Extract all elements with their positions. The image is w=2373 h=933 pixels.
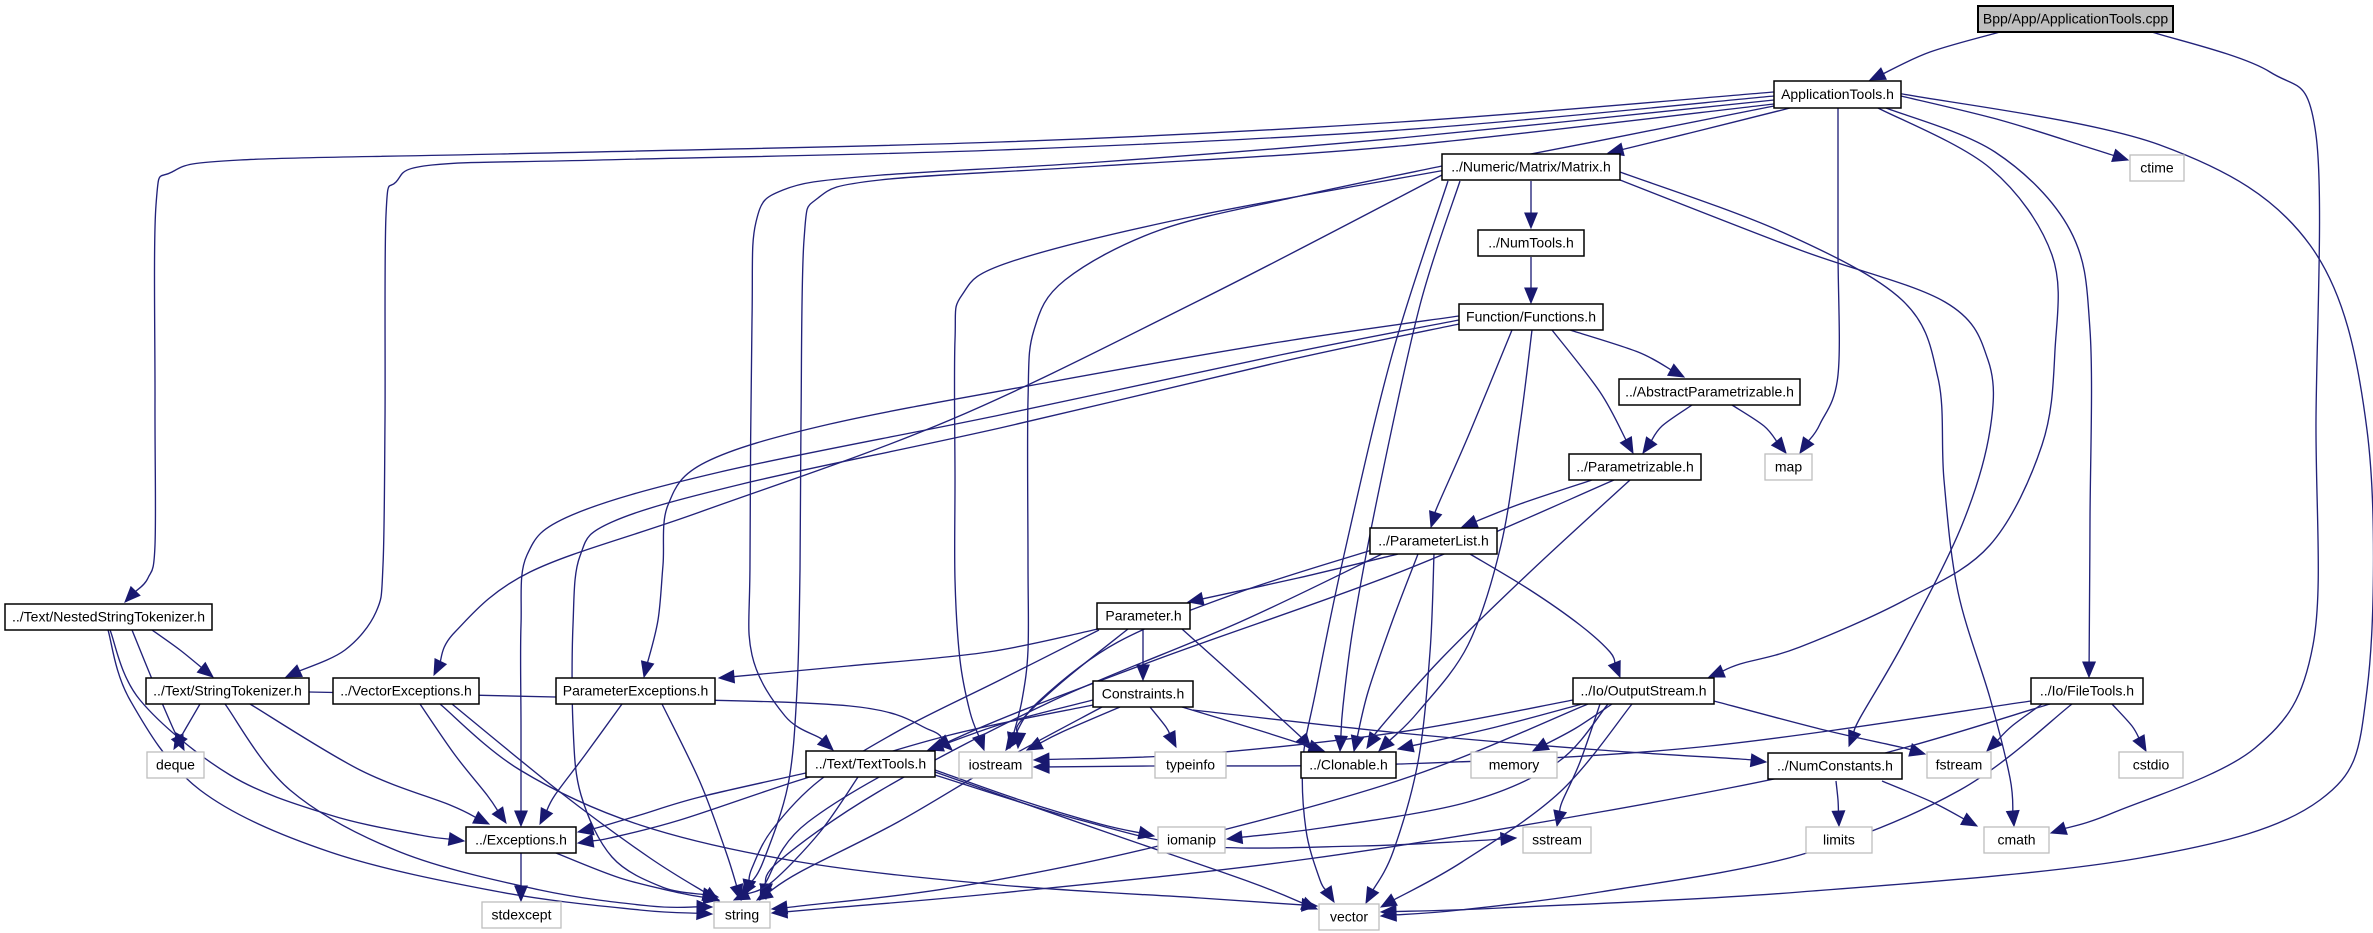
- svg-text:Constraints.h: Constraints.h: [1102, 686, 1184, 702]
- svg-text:Bpp/App/ApplicationTools.cpp: Bpp/App/ApplicationTools.cpp: [1983, 11, 2168, 27]
- svg-text:../VectorExceptions.h: ../VectorExceptions.h: [340, 683, 472, 699]
- svg-text:ParameterExceptions.h: ParameterExceptions.h: [563, 683, 709, 699]
- svg-text:sstream: sstream: [1532, 832, 1582, 848]
- svg-text:../Exceptions.h: ../Exceptions.h: [475, 832, 567, 848]
- svg-text:../Io/OutputStream.h: ../Io/OutputStream.h: [1580, 683, 1706, 699]
- svg-text:cstdio: cstdio: [2133, 757, 2170, 773]
- svg-text:../NumTools.h: ../NumTools.h: [1488, 235, 1574, 251]
- svg-text:../NumConstants.h: ../NumConstants.h: [1777, 758, 1893, 774]
- svg-text:fstream: fstream: [1936, 757, 1983, 773]
- svg-text:Parameter.h: Parameter.h: [1105, 608, 1181, 624]
- svg-text:../Text/NestedStringTokenizer.: ../Text/NestedStringTokenizer.h: [12, 609, 205, 625]
- svg-text:../Parametrizable.h: ../Parametrizable.h: [1576, 459, 1694, 475]
- svg-text:string: string: [725, 907, 759, 923]
- svg-text:iomanip: iomanip: [1167, 832, 1216, 848]
- svg-text:iostream: iostream: [969, 757, 1023, 773]
- svg-text:ctime: ctime: [2140, 160, 2174, 176]
- svg-text:../Io/FileTools.h: ../Io/FileTools.h: [2040, 683, 2134, 699]
- svg-text:../ParameterList.h: ../ParameterList.h: [1378, 533, 1489, 549]
- svg-text:stdexcept: stdexcept: [492, 907, 552, 923]
- svg-text:memory: memory: [1489, 757, 1540, 773]
- svg-text:../Numeric/Matrix/Matrix.h: ../Numeric/Matrix/Matrix.h: [1451, 159, 1610, 175]
- svg-text:ApplicationTools.h: ApplicationTools.h: [1781, 86, 1894, 102]
- svg-text:../AbstractParametrizable.h: ../AbstractParametrizable.h: [1625, 384, 1794, 400]
- svg-text:map: map: [1775, 459, 1802, 475]
- svg-text:Function/Functions.h: Function/Functions.h: [1466, 309, 1596, 325]
- svg-text:../Text/StringTokenizer.h: ../Text/StringTokenizer.h: [153, 683, 302, 699]
- svg-text:../Text/TextTools.h: ../Text/TextTools.h: [815, 756, 926, 772]
- svg-text:deque: deque: [156, 757, 195, 773]
- svg-text:typeinfo: typeinfo: [1166, 757, 1215, 773]
- svg-text:../Clonable.h: ../Clonable.h: [1309, 757, 1388, 773]
- svg-text:vector: vector: [1330, 909, 1368, 925]
- svg-text:limits: limits: [1823, 832, 1855, 848]
- svg-text:cmath: cmath: [1997, 832, 2035, 848]
